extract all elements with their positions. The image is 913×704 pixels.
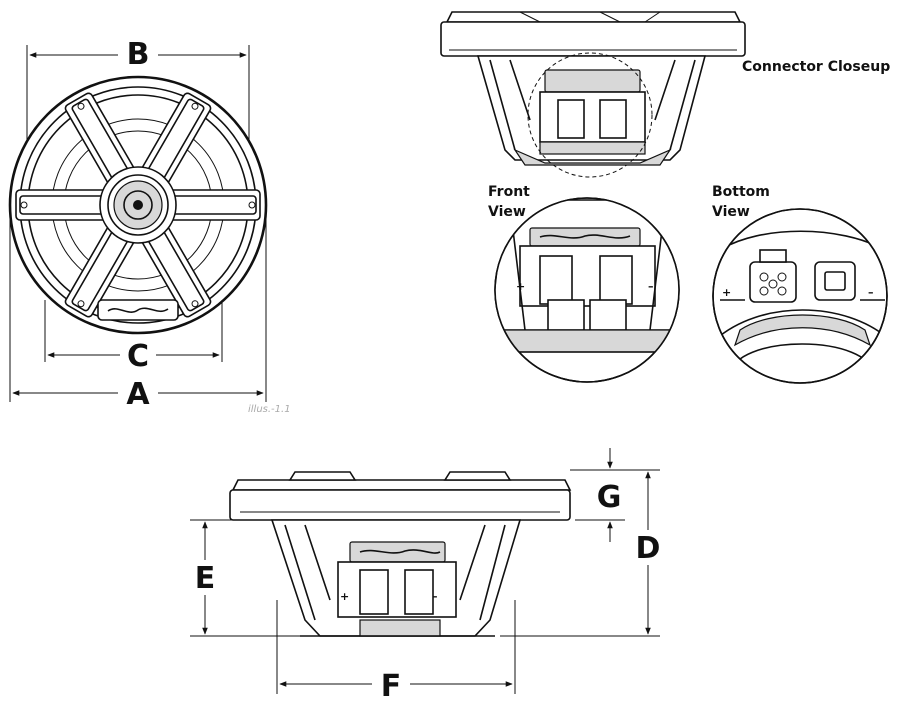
bottom-view-label-line1: Bottom	[712, 184, 770, 200]
bottom-view-label-line2: View	[712, 204, 750, 220]
front-view-label-line2: View	[488, 204, 526, 220]
logo-plate	[97, 299, 179, 321]
dimension-c: C	[44, 300, 223, 374]
dimension-label-a: A	[126, 377, 150, 412]
speaker-side-view-top	[440, 11, 746, 178]
speaker-side-view-bottom: + –	[229, 471, 572, 637]
connector-plug	[749, 249, 797, 303]
connector-closeup-label: Connector Closeup	[742, 59, 890, 75]
dimension-label-c: C	[127, 339, 149, 374]
dimension-b: B	[26, 37, 250, 140]
dimension-d: D	[500, 469, 661, 637]
dimension-label-d: D	[636, 531, 661, 566]
dimension-g: G	[575, 448, 625, 542]
front-view-closeup: + –	[494, 197, 680, 383]
bottom-negative-terminal-mark: –	[868, 286, 874, 299]
positive-terminal-mark: +	[516, 280, 525, 293]
dimension-label-f: F	[381, 669, 402, 704]
side-negative-terminal-mark: –	[432, 590, 438, 603]
dimension-label-b: B	[127, 37, 150, 72]
side-positive-terminal-mark: +	[340, 590, 349, 603]
front-view-label-line1: Front	[488, 184, 530, 200]
speaker-front-view	[8, 75, 268, 335]
connector-socket	[814, 261, 856, 301]
dimension-label-e: E	[195, 561, 216, 596]
tweeter	[99, 166, 177, 244]
negative-terminal-mark: –	[648, 280, 654, 293]
dimension-a: A	[9, 205, 267, 412]
dimension-label-g: G	[597, 480, 622, 515]
illustration-id: illus.-1.1	[248, 404, 291, 415]
bottom-positive-terminal-mark: +	[722, 286, 731, 299]
bottom-view-closeup: + –	[712, 208, 888, 384]
dimension-e: E	[190, 519, 300, 637]
dimension-f: F	[276, 600, 516, 704]
